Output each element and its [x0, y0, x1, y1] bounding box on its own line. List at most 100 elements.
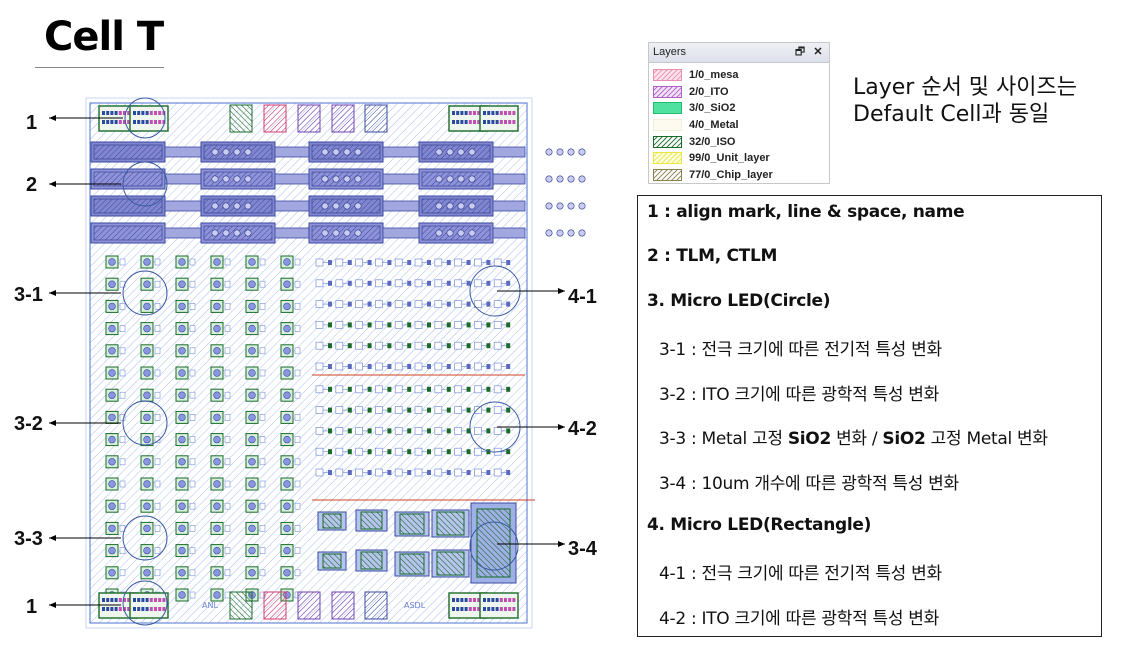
layer-row[interactable]: 3/0_SiO2 [649, 100, 829, 117]
rect-led-pad [414, 447, 423, 456]
rect-led-pad [355, 300, 363, 308]
tlm-structures [90, 141, 586, 244]
rect-led-dot [506, 322, 511, 328]
align-mark-dot [477, 598, 481, 602]
layer-name: 99/0_Unit_layer [689, 152, 770, 165]
layer-row[interactable]: 77/0_Chip_layer [649, 167, 829, 184]
rect-led-pad [335, 300, 344, 308]
layer-row[interactable]: 2/0_ITO [649, 84, 829, 101]
rect-led-pad [474, 279, 482, 288]
align-mark-dot [145, 607, 149, 611]
rect-led-pad [493, 258, 502, 267]
rect-led-dot [486, 428, 491, 434]
tlm-pad-inner [421, 225, 491, 241]
layer-row[interactable]: 1/0_mesa [649, 67, 829, 84]
legend-text-bold: SiO2 [787, 429, 831, 449]
align-mark-dot [487, 607, 491, 611]
align-mark-dot [483, 120, 486, 124]
rect-led-dot [506, 386, 511, 392]
rect-led-pad [394, 258, 403, 267]
align-mark-dot [487, 111, 491, 115]
micro-led-probe [224, 347, 231, 355]
ctlm-dot [343, 202, 351, 210]
rect-led-dot [427, 322, 431, 328]
rect-led-dot [407, 301, 412, 307]
micro-led-probe [224, 303, 231, 310]
micro-led-dot [213, 391, 221, 399]
rect-led-dot [347, 386, 352, 392]
rect-led-pad [493, 362, 502, 371]
micro-led-dot [248, 324, 256, 333]
rect-led-pad [454, 341, 462, 350]
micro-led-dot [213, 502, 221, 510]
layer-swatch-icon [653, 135, 682, 148]
align-mark-dot [114, 607, 118, 611]
ctlm-dot [556, 148, 564, 156]
rect-led-dot [328, 322, 332, 328]
align-mark-dot [106, 598, 110, 602]
align-mark [479, 592, 519, 619]
rect-led-dot [407, 386, 412, 392]
align-mark-dot [452, 120, 455, 124]
legend-item-3-4: 3-4 : 10um 개수에 따른 광학적 특성 변화 [659, 474, 959, 494]
legend-item-4-1: 4-1 : 전극 크기에 따른 전기적 특성 변화 [659, 564, 942, 584]
layer-row[interactable]: 99/0_Unit_layer [649, 150, 829, 167]
rect-led-pad [355, 321, 363, 329]
rect-led-dot [328, 343, 332, 349]
ctlm-dot [446, 175, 454, 183]
rect-led-dot [466, 322, 471, 328]
micro-led-dot [213, 546, 221, 555]
micro-led-dot [178, 435, 186, 444]
restore-icon[interactable]: 🗗 [794, 46, 806, 58]
rect-led-pad [355, 258, 363, 267]
align-mark-dot [114, 120, 118, 124]
rect-led-pad [335, 341, 344, 350]
rect-led-pad [454, 447, 462, 456]
ctlm-dot [321, 202, 329, 210]
unit-boundary [85, 97, 533, 629]
layer-row[interactable]: 32/0_ISO [649, 133, 829, 150]
rect-led-pad [335, 258, 344, 267]
rect-led-dot [427, 364, 431, 369]
micro-led-probe [189, 458, 196, 466]
rect-led-pad [454, 279, 462, 288]
close-icon[interactable]: ✕ [813, 46, 823, 58]
rect-led-pad [434, 279, 443, 288]
align-mark-dot [483, 607, 486, 611]
micro-led-probe [294, 547, 301, 554]
rect-led-dot [407, 407, 412, 413]
layer-row[interactable]: 4/0_Metal [649, 117, 829, 134]
rect-led-dot [387, 449, 392, 455]
align-mark-dot [477, 111, 481, 115]
align-mark-dot [154, 607, 157, 611]
micro-led-dot [178, 369, 186, 377]
micro-led-dot [248, 369, 256, 377]
align-mark-dot [123, 607, 126, 611]
align-mark-dot [141, 111, 145, 115]
align-mark-dot [141, 607, 145, 611]
tlm-bridge [492, 146, 526, 158]
micro-led-probe [259, 280, 266, 288]
align-mark-dot [110, 111, 114, 115]
micro-led-dot [178, 280, 186, 288]
align-mark-dot [460, 120, 464, 124]
micro-led-probe [259, 569, 266, 577]
align-mark-dot [123, 120, 126, 124]
rect-led-dot [367, 470, 372, 475]
micro-led-probe [119, 569, 126, 577]
align-mark-dot [102, 598, 105, 602]
micro-led-probe [259, 458, 266, 466]
test-pad [263, 591, 287, 620]
rect-led-dot [367, 449, 372, 455]
rect-led-dot [446, 470, 451, 475]
rect-led-dot [347, 280, 352, 286]
align-mark-dot [141, 598, 145, 602]
micro-led-dot [283, 369, 291, 377]
align-mark-dot [491, 607, 495, 611]
ctlm-dot [567, 229, 575, 237]
rect-led-pad [355, 385, 363, 394]
micro-led-dot [283, 280, 291, 288]
micro-led-probe [119, 502, 126, 510]
align-mark-dot [495, 607, 499, 611]
rect-led-dot [347, 322, 352, 328]
